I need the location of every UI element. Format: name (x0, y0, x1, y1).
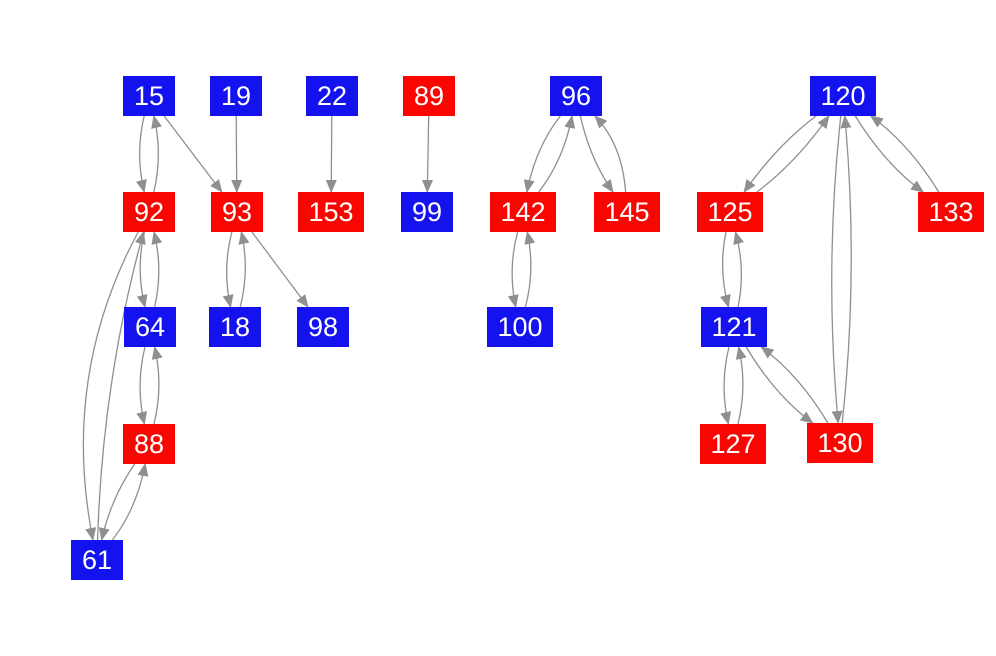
graph-node-15: 15 (123, 76, 175, 116)
edge-15-to-93 (163, 115, 223, 193)
node-label: 88 (133, 428, 165, 459)
edge-100-to-142 (524, 231, 536, 308)
graph-node-121: 121 (701, 307, 767, 347)
graph-node-64: 64 (124, 307, 176, 347)
edge-127-to-121 (735, 346, 747, 425)
node-label: 64 (134, 311, 166, 342)
edge-121-to-125 (733, 231, 745, 308)
graph-node-133: 133 (918, 192, 984, 232)
edge-96-to-145 (579, 115, 614, 193)
graph-node-98: 98 (297, 307, 349, 347)
edge-120-to-133 (854, 115, 925, 193)
graph-node-93: 93 (211, 192, 263, 232)
node-label: 96 (560, 80, 592, 111)
edge-92-to-15 (151, 115, 162, 193)
edge-121-to-130 (745, 346, 814, 424)
node-label: 61 (81, 544, 113, 575)
node-label: 125 (707, 196, 753, 227)
edge-130-to-121 (760, 346, 829, 424)
edge-93-to-18 (222, 231, 234, 308)
graph-node-142: 142 (490, 192, 556, 232)
graph-node-125: 125 (697, 192, 763, 232)
edge-18-to-93 (238, 231, 250, 308)
node-label: 100 (497, 311, 543, 342)
node-label: 133 (928, 196, 974, 227)
edge-92-to-61 (82, 231, 139, 541)
edge-96-to-142 (523, 115, 561, 193)
node-label: 120 (820, 80, 866, 111)
edge-145-to-96 (594, 115, 627, 193)
graph-node-145: 145 (594, 192, 660, 232)
graph-node-92: 92 (123, 192, 175, 232)
graph-node-130: 130 (807, 423, 873, 463)
graph-node-100: 100 (487, 307, 553, 347)
node-label: 121 (711, 311, 757, 342)
graph-node-127: 127 (700, 424, 766, 464)
edge-130-to-120 (840, 115, 852, 424)
node-label: 130 (817, 427, 863, 458)
edge-15-to-92 (136, 115, 147, 193)
edge-88-to-64 (151, 346, 163, 425)
edge-142-to-100 (507, 231, 519, 308)
node-label: 18 (219, 311, 251, 342)
graph-node-96: 96 (550, 76, 602, 116)
node-label: 145 (604, 196, 650, 227)
edge-120-to-125 (743, 115, 817, 193)
edge-120-to-130 (831, 115, 843, 424)
graph-node-120: 120 (810, 76, 876, 116)
node-label: 19 (220, 80, 252, 111)
edge-89-to-99 (422, 115, 434, 193)
edge-61-to-92 (96, 231, 146, 541)
graph-node-18: 18 (209, 307, 261, 347)
node-label: 92 (133, 196, 165, 227)
graph-node-99: 99 (401, 192, 453, 232)
node-label: 15 (133, 80, 165, 111)
node-label: 99 (411, 196, 443, 227)
edge-133-to-120 (869, 115, 940, 193)
graph-node-61: 61 (71, 540, 123, 580)
node-label: 89 (413, 80, 445, 111)
edge-121-to-127 (720, 346, 732, 425)
node-label: 22 (316, 80, 348, 111)
edge-93-to-98 (251, 231, 309, 308)
edge-125-to-121 (719, 231, 731, 308)
node-label: 142 (500, 196, 546, 227)
edge-88-to-61 (98, 463, 136, 541)
graph-node-153: 153 (298, 192, 364, 232)
edge-142-to-96 (538, 115, 576, 193)
graph-node-22: 22 (306, 76, 358, 116)
node-label: 153 (308, 196, 354, 227)
edge-125-to-120 (756, 115, 830, 193)
graph-node-89: 89 (403, 76, 455, 116)
edge-19-to-93 (231, 115, 243, 193)
node-label: 127 (710, 428, 756, 459)
node-label: 98 (307, 311, 339, 342)
edge-64-to-92 (151, 231, 163, 308)
graph-node-19: 19 (210, 76, 262, 116)
node-label: 93 (221, 196, 253, 227)
graph-node-88: 88 (123, 424, 175, 464)
edge-61-to-88 (111, 463, 149, 541)
edge-64-to-88 (136, 346, 148, 425)
edge-22-to-153 (325, 115, 337, 193)
